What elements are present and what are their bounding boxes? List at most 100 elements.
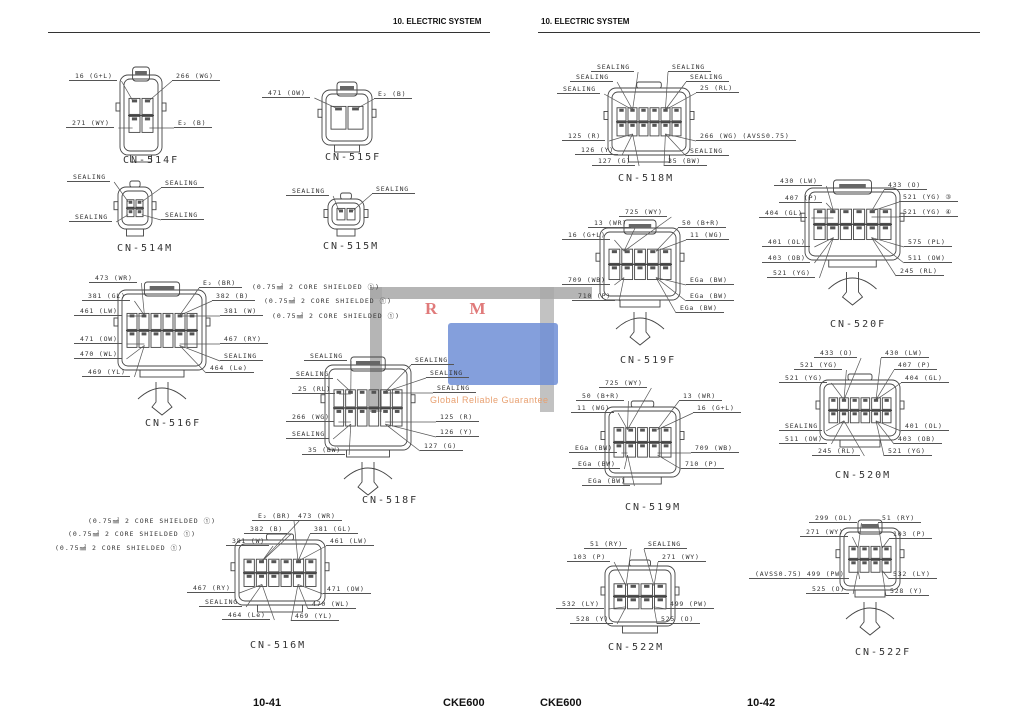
watermark: R M Global Reliable Guarantee: [370, 287, 592, 412]
wire-label: 469 (YL): [82, 368, 130, 377]
wire-label: 407 (P): [779, 194, 822, 203]
cn519f-housing-inner: [603, 231, 677, 297]
wire-label: 709 (WB): [562, 276, 610, 285]
cn520m-pin-terminal: [873, 398, 879, 402]
cn516m-pin-cavity: [280, 558, 292, 573]
left-page-header: 10. ELECTRIC SYSTEM: [393, 17, 482, 26]
wire-label: 430 (LW): [881, 349, 929, 358]
wire-label: 521 (YG): [884, 447, 932, 456]
cn522f-pin-terminal: [873, 561, 878, 565]
cn519m-pin-cavity: [625, 442, 637, 458]
wire-label: 381 (W): [220, 307, 263, 316]
wire-label: 11 (WG): [571, 404, 614, 413]
cn520m-pin-terminal: [884, 398, 889, 402]
wire-label: 50 (B+R): [678, 219, 726, 228]
cn518f-pin-cavity: [356, 389, 368, 408]
leader-line: [115, 214, 129, 223]
leader-line: [665, 71, 669, 110]
cn522m-bottom-key: [622, 625, 658, 634]
cn514m-side-tab-right: [151, 201, 157, 211]
cn516m-side-tab-left: [230, 562, 236, 572]
wire-label: SEALING: [426, 369, 469, 378]
cn520m-pin-terminal: [852, 412, 857, 416]
cn518f-pin-cavity: [391, 408, 403, 427]
leader-line: [134, 345, 145, 378]
leader-line: [608, 606, 627, 610]
wire-label: EGa (BW): [686, 292, 734, 301]
wire-label: E₂ (B): [174, 119, 213, 128]
cn518m-pin-cavity: [616, 122, 627, 137]
wire-label: EGa (BW): [686, 276, 734, 285]
leader-line: [261, 520, 300, 562]
cn522m-pin-cavity: [654, 583, 667, 596]
cn518m-bottom-key: [628, 154, 670, 163]
cn522f-pin-cavity: [848, 559, 859, 573]
cn518f-pin-cavity: [368, 408, 380, 427]
leader-line: [616, 81, 633, 110]
cn519m-pin-terminal: [640, 444, 645, 448]
wire-label: 709 (WB): [691, 444, 739, 453]
cn519m-pin-cavity: [648, 427, 660, 442]
cn519m-pin-terminal: [616, 428, 622, 432]
cn522f-housing-inner: [843, 531, 897, 587]
cn522f-pin-cavity: [859, 545, 870, 559]
cn522m-pin-cavity: [613, 596, 626, 610]
wire-label: 382 (B): [244, 525, 287, 534]
wire-label: 532 (LY): [556, 600, 604, 609]
cn520f-pin-terminal: [869, 226, 875, 230]
cn522f-pin-cavity: [870, 545, 881, 559]
leader-line: [877, 522, 883, 549]
cn518f-pin-cavity: [333, 408, 345, 427]
cn520m-pin-terminal: [873, 412, 879, 416]
wire-label: EGa (BW): [676, 304, 724, 313]
leader-line: [621, 133, 633, 156]
leader-line: [653, 606, 658, 625]
cn519f-pin-cavity: [659, 248, 672, 264]
wire-label: 467 (RY): [220, 335, 268, 344]
cn519f-pin-cavity: [634, 264, 646, 281]
leader-line: [332, 195, 340, 211]
leader-line: [627, 400, 629, 430]
wire-label: 16 (G+L): [69, 72, 117, 81]
cn522f-pin-terminal: [873, 547, 878, 551]
cn516m-pin-cavity: [305, 558, 317, 573]
connector-name: CN-519M: [625, 502, 682, 513]
leader-line: [352, 193, 373, 211]
wire-label: SEALING: [668, 63, 711, 72]
wire-label: 461 (LW): [326, 537, 374, 546]
wire-label: SEALING: [686, 147, 729, 156]
cn516f-side-tab-right: [205, 317, 211, 327]
cn515f-side-tab-right: [371, 108, 377, 118]
wire-label: 469 (YL): [291, 612, 339, 621]
cn520m-pin-cavity: [860, 397, 871, 410]
cn519f-bottom-key: [619, 299, 661, 308]
cn516m-pin-cavity: [305, 573, 317, 587]
leader-line: [179, 300, 213, 316]
wire-label: 407 (P): [894, 361, 937, 370]
wire-label: 103 (P): [889, 530, 932, 539]
cn518m-pin-terminal: [630, 108, 635, 112]
leader-line: [616, 606, 627, 625]
cn518f-clip-stem: [357, 462, 379, 496]
cn519f-clip-stem: [629, 312, 651, 346]
connector-name: CN-519F: [620, 355, 677, 366]
cn518m-pin-cavity: [638, 122, 649, 137]
cn522f-pin-terminal: [884, 561, 889, 565]
wire-label: SEALING: [779, 422, 822, 431]
cn520m-bottom-key: [839, 439, 881, 448]
cn519f-pin-terminal: [624, 250, 630, 254]
leader-line: [881, 570, 890, 580]
cn514m-pin-cavity: [126, 208, 135, 218]
wire-label: SEALING: [591, 63, 634, 72]
leader-line: [297, 584, 309, 610]
cn520m-pin-terminal: [863, 412, 868, 416]
cn518m-side-tab-right: [689, 110, 695, 120]
cn516f-pin-cavity: [150, 312, 162, 330]
cn518f-pin-terminal: [359, 409, 365, 413]
wire-label: SEALING: [644, 540, 687, 549]
cn516m-pin-terminal: [296, 574, 301, 578]
cn518f-pin-terminal: [394, 390, 400, 394]
leader-line: [657, 454, 682, 470]
cn522m-pin-cavity: [627, 596, 640, 610]
cn518m-pin-cavity: [649, 107, 660, 122]
